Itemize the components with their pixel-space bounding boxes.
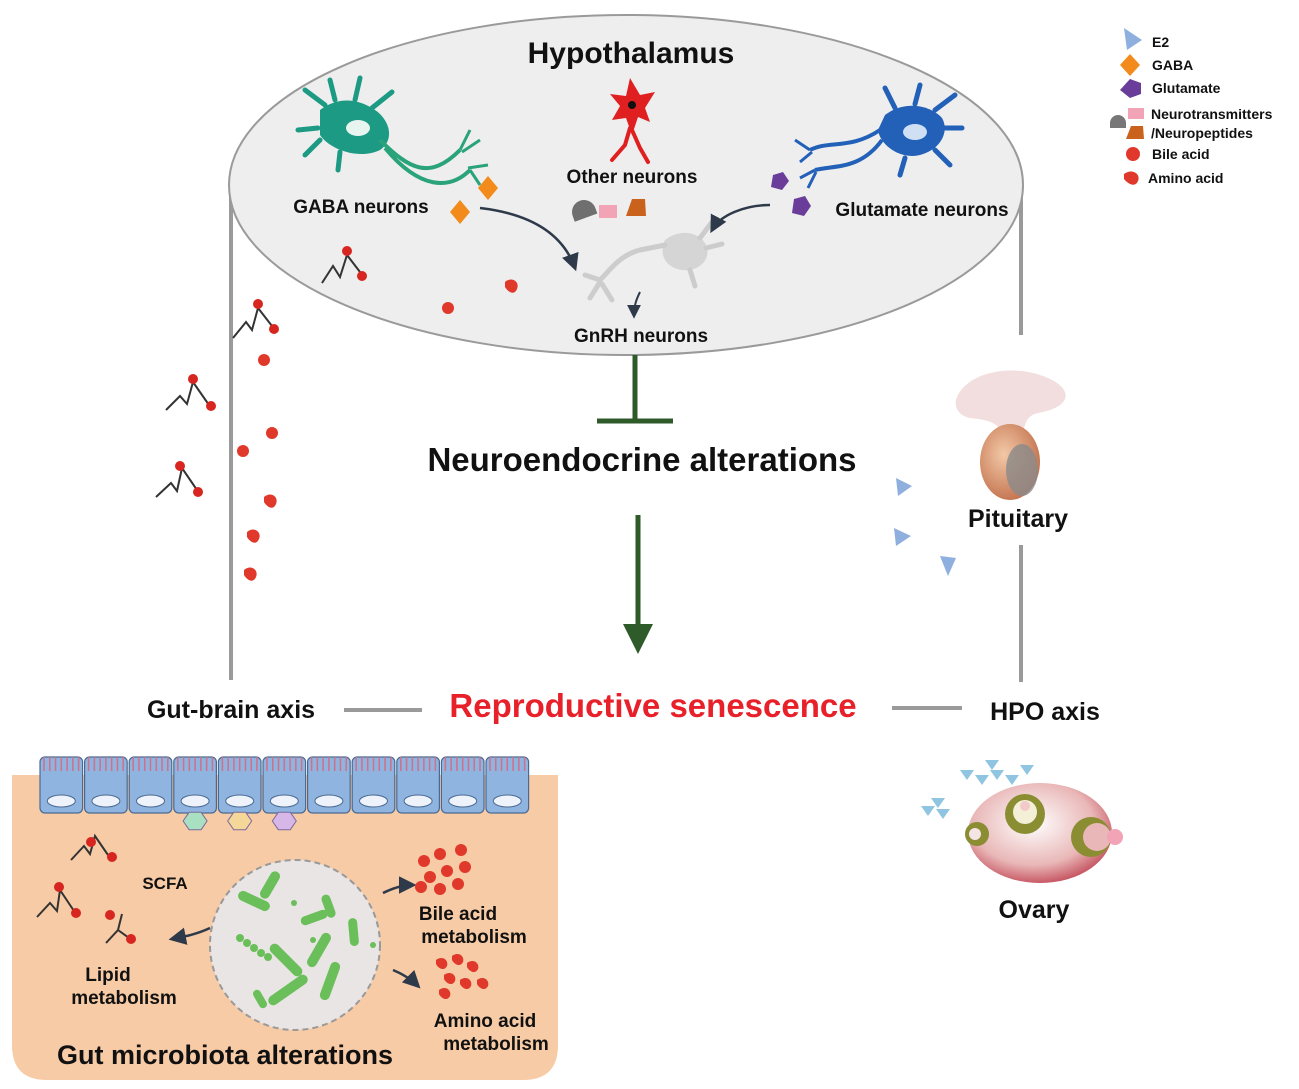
- legend-amino-acid: Amino acid: [1148, 170, 1223, 186]
- gut-title: Gut microbiota alterations: [57, 1040, 393, 1070]
- gut-panel: [12, 756, 558, 1080]
- cell-nucleus: [448, 794, 478, 808]
- gaba-molecule-icon: [450, 200, 470, 224]
- bile-arrow: [382, 876, 417, 895]
- legend-neuropeptides: /Neuropeptides: [1151, 125, 1253, 141]
- gaba-neurons-label: GABA neurons: [293, 197, 428, 218]
- secretion-hexagon-icon: [227, 811, 253, 831]
- ovary-icon: [965, 783, 1123, 883]
- gut-brain-axis-label: Gut-brain axis: [147, 696, 315, 724]
- semicircle-icon: [1110, 115, 1126, 128]
- legend: E2 GABA Glutamate Neurotransmitters /Neu…: [1110, 28, 1273, 186]
- amino-acid-icon: [505, 279, 518, 293]
- e2-molecule-icon: [894, 528, 911, 546]
- cell-nucleus: [46, 794, 76, 808]
- bile-label-line2: metabolism: [421, 927, 527, 948]
- cell-nucleus: [225, 794, 255, 808]
- amino-label-line1: Amino acid: [434, 1011, 536, 1032]
- hypothalamus-title: Hypothalamus: [528, 37, 735, 70]
- cell-nucleus: [180, 794, 210, 808]
- hpo-axis-label: HPO axis: [990, 698, 1100, 726]
- bile-acid-icon: [442, 302, 454, 314]
- lipid-label-line2: metabolism: [71, 988, 177, 1009]
- cell-nucleus: [403, 794, 433, 808]
- glutamate-neuron-icon: [794, 82, 965, 189]
- gnrh-neurons-label: GnRH neurons: [574, 326, 708, 347]
- legend-glutamate: Glutamate: [1152, 80, 1221, 96]
- glutamate-to-gnrh-arrow: [710, 203, 771, 234]
- amino-acid-icon: [244, 567, 257, 581]
- amino-arrow: [392, 968, 421, 989]
- cell-nucleus: [314, 794, 344, 808]
- ovary-label: Ovary: [999, 896, 1070, 924]
- neurotransmitter-icon: [572, 200, 598, 222]
- bile-acid-icon: [258, 354, 270, 366]
- glutamate-neurons-label: Glutamate neurons: [835, 200, 1008, 221]
- trapezoid-icon: [1126, 126, 1144, 139]
- pituitary-icon: [955, 370, 1066, 500]
- scfa-label: SCFA: [142, 874, 187, 893]
- e2-molecule-icon: [940, 556, 956, 576]
- bile-label-line1: Bile acid: [419, 904, 497, 925]
- cell-nucleus: [136, 794, 165, 808]
- glutamate-molecule-icon: [792, 196, 811, 216]
- amino-acid-cluster-icon: [436, 953, 489, 1000]
- lipid-arrow: [168, 926, 211, 945]
- hypothalamus-ellipse: [228, 14, 1024, 356]
- glutamate-molecule-icon: [771, 172, 789, 190]
- gaba-to-gnrh-arrow: [479, 206, 579, 272]
- gnrh-output-arrow: [627, 291, 642, 319]
- neuropeptide-icon: [599, 205, 617, 218]
- dot-icon: [1126, 147, 1140, 161]
- amino-label-line2: metabolism: [443, 1034, 549, 1055]
- pentagon-icon: [1120, 79, 1141, 98]
- cell-nucleus: [91, 794, 121, 808]
- microbe-icons: [236, 871, 376, 1009]
- kidney-icon: [1124, 171, 1139, 185]
- e2-cluster-icon: [921, 760, 1034, 819]
- gaba-molecule-icon: [478, 176, 498, 200]
- cell-nucleus: [269, 794, 299, 808]
- amino-acid-icon: [247, 529, 260, 543]
- lipid-label-line1: Lipid: [85, 965, 130, 986]
- e2-molecule-icon: [896, 478, 912, 496]
- legend-e2: E2: [1152, 34, 1169, 50]
- bile-acid-cluster-icon: [415, 844, 471, 895]
- other-neurons-label: Other neurons: [567, 167, 698, 188]
- secretion-hexagon-icon: [271, 811, 297, 831]
- cell-nucleus: [492, 794, 522, 808]
- neuroendocrine-label: Neuroendocrine alterations: [427, 441, 856, 478]
- legend-gaba: GABA: [1152, 57, 1193, 73]
- secretion-hexagon-icon: [182, 811, 208, 831]
- cell-nucleus: [359, 794, 388, 808]
- amino-acid-icon: [264, 494, 277, 508]
- other-neuron-icon: [610, 78, 655, 164]
- neuropeptide-icon: [626, 199, 646, 216]
- diamond-icon: [1120, 54, 1140, 76]
- reproductive-senescence-label: Reproductive senescence: [449, 687, 856, 724]
- scfa-molecule-icon: [321, 252, 361, 284]
- legend-bile-acid: Bile acid: [1152, 146, 1210, 162]
- bile-acid-icon: [266, 427, 278, 439]
- gnrh-neuron-icon: [582, 219, 725, 303]
- pituitary-label: Pituitary: [968, 505, 1068, 533]
- rect-icon: [1128, 108, 1144, 119]
- gaba-neuron-icon: [295, 75, 489, 186]
- triangle-icon: [1124, 28, 1142, 50]
- legend-neurotransmitters: Neurotransmitters: [1151, 106, 1273, 122]
- scfa-molecule-icon: [155, 305, 273, 498]
- bile-acid-icon: [237, 445, 249, 457]
